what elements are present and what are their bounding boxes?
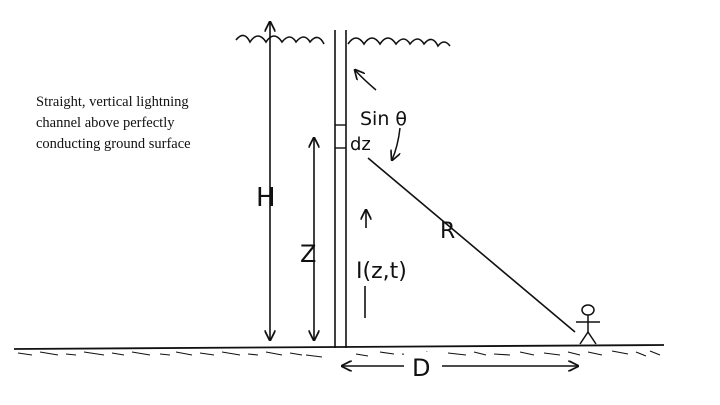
cloud-base-line [235, 34, 451, 48]
caption-line-3: conducting ground surface [36, 136, 191, 152]
current-label: I(z,t) [356, 259, 407, 284]
lightning-channel [334, 30, 347, 348]
h-label: H [256, 183, 276, 213]
r-label: R [440, 219, 455, 244]
sin-theta-angle-arrow [355, 70, 377, 91]
sin-theta-label: Sin θ [360, 108, 407, 130]
ground-surface [13, 344, 665, 358]
dz-pointer-arrow [392, 127, 401, 160]
dz-label: dz [350, 134, 371, 155]
diagram-caption: Straight, vertical lightning channel abo… [36, 92, 256, 155]
r-distance-line [367, 157, 576, 333]
observer-stick-figure-icon [576, 304, 600, 345]
z-label: Z [300, 240, 316, 268]
d-label: D [412, 354, 430, 382]
caption-line-2: channel above perfectly [36, 115, 175, 131]
caption-line-1: Straight, vertical lightning [36, 94, 189, 110]
d-label-backdrop [404, 352, 442, 380]
